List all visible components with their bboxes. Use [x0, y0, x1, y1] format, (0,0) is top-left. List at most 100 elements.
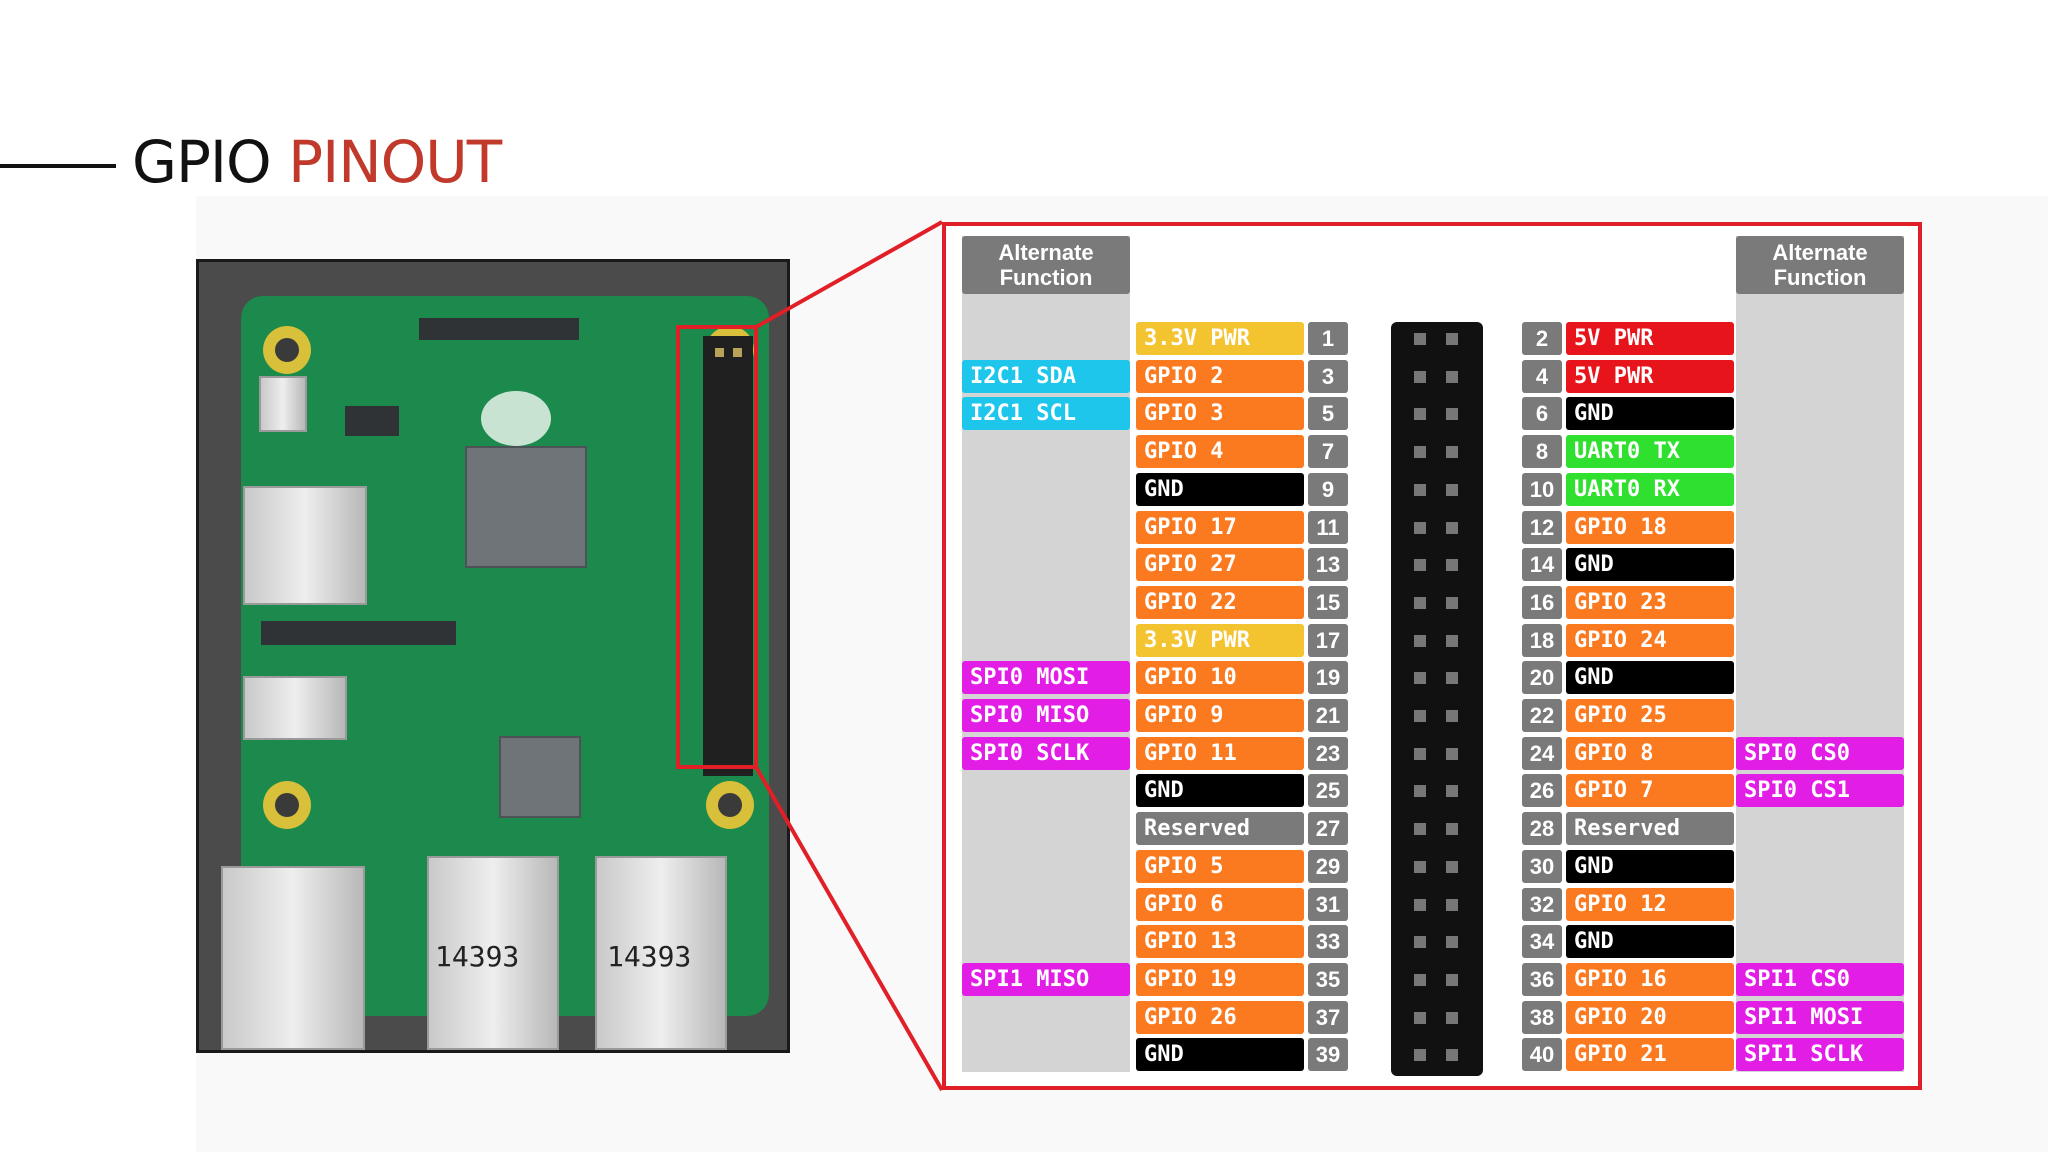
audio-jack [243, 676, 347, 740]
pin-number: 38 [1522, 1000, 1562, 1034]
pin-number: 6 [1522, 397, 1562, 431]
pin-label: GPIO 6 [1136, 887, 1304, 921]
title-main: GPIO [132, 128, 272, 196]
pin-label: GPIO 2 [1136, 359, 1304, 393]
pin-label: GND [1566, 925, 1734, 959]
header-pin-icon [1414, 634, 1426, 647]
pin-number: 11 [1308, 510, 1348, 544]
mount-hole [263, 781, 311, 829]
alt-function-label: SPI0 CS1 [1736, 774, 1904, 808]
pin-number: 17 [1308, 623, 1348, 657]
alt-function-label: I2C1 SDA [962, 359, 1130, 393]
pin-label: GPIO 16 [1566, 962, 1734, 996]
header-pin-icon [1446, 333, 1458, 345]
pin-number: 40 [1522, 1038, 1562, 1072]
raspberry-pi-board-photo: 14393 14393 [196, 259, 790, 1053]
pin-number: 33 [1308, 925, 1348, 959]
pin-label: GPIO 3 [1136, 397, 1304, 431]
mount-hole [263, 326, 311, 374]
pin-number: 18 [1522, 623, 1562, 657]
pin-label: GND [1566, 548, 1734, 582]
usb-label: 14393 [607, 940, 692, 973]
pin-label: 5V PWR [1566, 359, 1734, 393]
pin-label: GPIO 18 [1566, 510, 1734, 544]
pin-label: GND [1566, 397, 1734, 431]
pin-label: GPIO 25 [1566, 699, 1734, 732]
header-pin-icon [1446, 634, 1458, 647]
pin-number: 13 [1308, 548, 1348, 582]
header-pin-icon [1446, 823, 1458, 836]
pin-label: 5V PWR [1566, 322, 1734, 355]
pin-label: 3.3V PWR [1136, 623, 1304, 657]
pin-number: 29 [1308, 849, 1348, 883]
pin-number: 34 [1522, 925, 1562, 959]
pin-number: 16 [1522, 585, 1562, 619]
pin-number: 26 [1522, 774, 1562, 808]
ethernet-port [221, 866, 365, 1050]
pin-label: GPIO 12 [1566, 887, 1734, 921]
header-pin-icon [1414, 1049, 1426, 1062]
pin-label: GPIO 21 [1566, 1038, 1734, 1072]
raspberry-logo-icon [481, 391, 551, 446]
pin-number: 25 [1308, 774, 1348, 808]
header-pin-icon [1446, 521, 1458, 534]
title-accent: PINOUT [288, 128, 502, 196]
header-pin-icon [1414, 596, 1426, 609]
component [345, 406, 399, 436]
pin-label: GPIO 9 [1136, 699, 1304, 732]
pin-number: 7 [1308, 435, 1348, 469]
pin-label: GPIO 10 [1136, 661, 1304, 695]
pin-number: 10 [1522, 472, 1562, 506]
header-pin-icon [1446, 596, 1458, 609]
pin-number: 1 [1308, 322, 1348, 355]
alt-function-label: SPI1 CS0 [1736, 962, 1904, 996]
alt-function-label: SPI1 MOSI [1736, 1000, 1904, 1034]
pin-number: 23 [1308, 736, 1348, 770]
pin-number: 12 [1522, 510, 1562, 544]
pin-number: 31 [1308, 887, 1348, 921]
pin-label: GPIO 24 [1566, 623, 1734, 657]
alt-function-label: I2C1 SCL [962, 397, 1130, 431]
alt-column-right [1736, 236, 1904, 1072]
pin-label: Reserved [1136, 812, 1304, 846]
pin-label: GPIO 5 [1136, 849, 1304, 883]
pin-label: UART0 TX [1566, 435, 1734, 469]
header-pin-icon [1446, 973, 1458, 986]
header-pin-icon [1446, 710, 1458, 722]
header-pin-icon [1446, 483, 1458, 496]
pin-label: GPIO 23 [1566, 585, 1734, 619]
header-pin-icon [1414, 333, 1426, 345]
pin-label: GND [1136, 472, 1304, 506]
gpio-header [703, 336, 753, 776]
header-pin-icon [1414, 973, 1426, 986]
pin-number: 19 [1308, 661, 1348, 695]
alt-function-label: SPI0 SCLK [962, 736, 1130, 770]
pin-number: 24 [1522, 736, 1562, 770]
pin-number: 14 [1522, 548, 1562, 582]
header-pin-icon [1446, 1049, 1458, 1062]
pin-number: 8 [1522, 435, 1562, 469]
hdmi-port [243, 486, 367, 605]
pin-number: 4 [1522, 359, 1562, 393]
pin-number: 15 [1308, 585, 1348, 619]
pin-label: 3.3V PWR [1136, 322, 1304, 355]
alt-function-label: SPI0 MOSI [962, 661, 1130, 695]
pin-label: GPIO 11 [1136, 736, 1304, 770]
pin-number: 30 [1522, 849, 1562, 883]
pin-label: GPIO 17 [1136, 510, 1304, 544]
pin-number: 35 [1308, 962, 1348, 996]
alt-header-left: Alternate Function [962, 236, 1130, 294]
header-pin-icon [1446, 747, 1458, 760]
header-pin-icon [1414, 860, 1426, 873]
header-pin-icon [1414, 370, 1426, 383]
pin-number: 9 [1308, 472, 1348, 506]
header-pin-icon [1446, 898, 1458, 911]
pin-label: GPIO 4 [1136, 435, 1304, 469]
slide-title: GPIO PINOUT [132, 128, 502, 196]
pin-label: GPIO 19 [1136, 962, 1304, 996]
pin-label: GND [1136, 774, 1304, 808]
header-pin-icon [1414, 446, 1426, 459]
pin-number: 21 [1308, 699, 1348, 732]
alt-function-label: SPI1 SCLK [1736, 1038, 1904, 1072]
pin-label: GND [1566, 849, 1734, 883]
